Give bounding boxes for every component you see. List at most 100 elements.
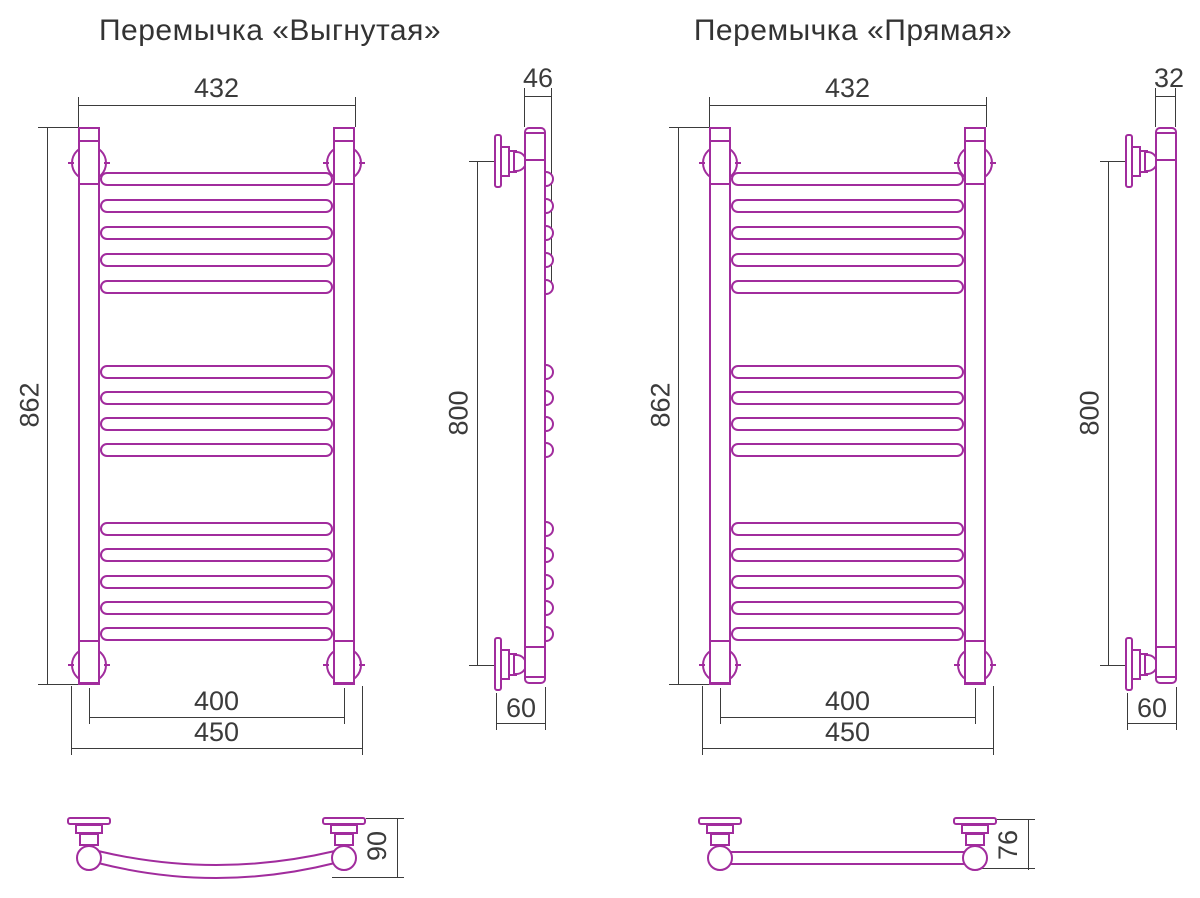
rung [100,172,333,186]
rung [731,226,964,240]
rung [731,199,964,213]
dim-line-overall-width [71,748,362,749]
dim-line-crossbar-depth [1028,819,1029,870]
plan-circle-left [707,845,733,871]
dim-label-overall-width: 450 [824,717,871,747]
bracket-screw-tick [68,664,74,666]
ext-line [551,88,552,285]
rung [731,548,964,562]
mount-bracket-bottom-left [709,640,731,685]
figure-group-curved: Перемычка «Выгнутая» 862 432 [0,0,569,898]
ext-line [469,665,496,666]
plan-circle-right [962,845,988,871]
rung [100,417,333,431]
rung [731,601,964,615]
dim-line-axle-width [89,717,344,718]
rung [731,172,964,186]
ext-line [89,688,90,724]
bracket-screw-tick [68,162,74,164]
bracket-screw-tick [104,664,110,666]
rung [731,365,964,379]
figure-title-curved: Перемычка «Выгнутая» [98,14,442,47]
bracket-screw-tick [735,162,741,164]
bracket-screw-tick [954,162,960,164]
ext-line [38,127,80,128]
rung [731,417,964,431]
ext-line [997,819,1035,820]
dim-label-axle-width: 400 [824,686,871,716]
rail-left [78,127,100,684]
dim-line-crossbar-depth [397,818,398,878]
ext-line [1175,88,1176,127]
ext-line [986,97,987,127]
dim-line-top-width [709,105,986,106]
plan-circle-left [76,845,102,871]
rung [100,548,333,562]
rung [100,601,333,615]
rung [100,627,333,641]
rung [100,575,333,589]
rung [731,522,964,536]
mount-bracket-top-left [709,140,731,185]
rung [731,443,964,457]
ext-line [71,686,72,755]
dim-line-top-width [78,105,355,106]
ext-line [1176,687,1177,730]
bracket-screw-tick [735,664,741,666]
tube-joint-line [524,646,546,648]
rung [100,391,333,405]
bracket-screw-tick [990,162,996,164]
mount-bracket-bottom-left [78,640,100,685]
ext-line [1100,161,1127,162]
ext-line [702,686,703,755]
ext-line [1155,88,1156,127]
dim-line-bottom-offset [1127,723,1177,724]
mount-bracket-top-right [964,140,986,185]
rung [731,391,964,405]
bracket-screw-tick [104,162,110,164]
tube-cap-line [524,676,546,678]
ext-line [366,818,404,819]
rung [731,280,964,294]
ext-line [982,868,1035,869]
rung [731,575,964,589]
rail-right [333,127,355,684]
mount-bracket-bottom-right [333,640,355,685]
figure-group-straight: Перемычка «Прямая» 862 432 [631,0,1200,898]
ext-line [975,688,976,724]
ext-line [344,688,345,724]
dim-line-mount-height [1108,161,1109,665]
crossbar-curved [97,850,336,879]
dim-line-overall-width [702,748,993,749]
ext-line [332,877,404,878]
dim-line-mount-height [477,161,478,665]
tube-cap-line [1155,676,1177,678]
dim-line-bottom-offset [496,723,546,724]
side-collector-tube [1155,127,1177,684]
dim-line-height [47,127,48,684]
bracket-screw-tick [699,162,705,164]
dim-line-axle-width [720,717,975,718]
rung [100,226,333,240]
dim-label-depth: 46 [522,63,554,93]
rail-left [709,127,731,684]
rung [100,522,333,536]
ext-line [78,97,79,127]
dim-label-axle-width: 400 [193,686,240,716]
mount-bracket-bottom-right [964,640,986,685]
dim-label-height: 862 [646,382,676,428]
ext-line [669,127,711,128]
ext-line [524,88,525,127]
dim-label-bottom-offset: 60 [505,693,537,723]
rung [100,199,333,213]
tube-cap-line [524,132,546,134]
crossbar-straight [729,851,966,865]
ext-line [355,97,356,127]
dim-label-top-width: 432 [824,73,871,103]
ext-line [720,688,721,724]
bracket-screw-tick [359,664,365,666]
ext-line [38,684,80,685]
tube-cap-line [1155,132,1177,134]
bracket-screw-tick [359,162,365,164]
dim-label-top-width: 432 [193,73,240,103]
